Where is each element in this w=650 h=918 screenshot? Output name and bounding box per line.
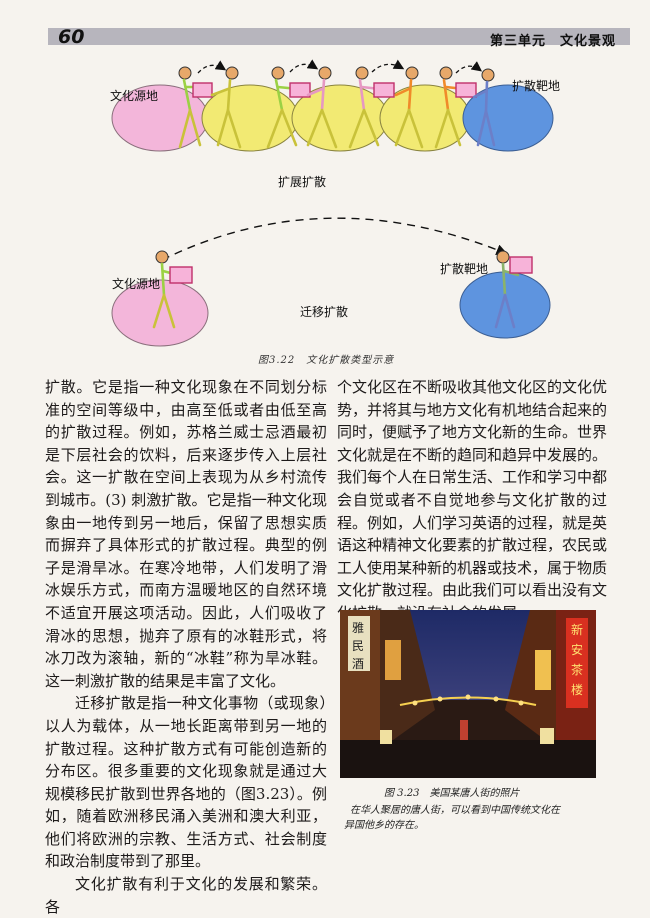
unit-title: 第三单元 文化景观 xyxy=(489,34,616,49)
right-column: 个文化区在不断吸收其他文化区的文化优势，并将其与地方文化有机地结合起来的同时，便… xyxy=(337,376,607,625)
relocation-diagram xyxy=(111,217,551,347)
figure-caption: 图3.22 文化扩散类型示意 xyxy=(258,355,395,366)
paragraph: 迁移扩散是指一种文化事物（或现象）以人为载体，从一地长距离带到另一地的扩散过程。… xyxy=(45,694,327,871)
paragraph: 个文化区在不断吸收其他文化区的文化优势，并将其与地方文化有机地结合起来的同时，便… xyxy=(337,378,608,622)
figure-diffusion-types: 文化源地 扩散靶地 扩展扩散 文化源地 扩散靶地 迁移扩散 图3.22 文化扩散… xyxy=(100,55,620,377)
chinatown-photo-image: 雅 民 酒 新 安 茶 楼 xyxy=(340,610,596,778)
paragraph: 扩散。它是指一种文化现象在不同划分标准的空间等级中，由高至低或者由低至高的扩散过… xyxy=(45,378,327,690)
photo-subcaption-line2: 异国他乡的存在。 xyxy=(344,820,424,831)
bottom-caption: 迁移扩散 xyxy=(300,305,349,319)
page-header: 60 第三单元 文化景观 xyxy=(48,24,630,50)
relocation-arrow xyxy=(161,217,508,261)
sign-char: 安 xyxy=(571,642,583,657)
sign-char: 茶 xyxy=(571,662,583,677)
top-source-label: 文化源地 xyxy=(110,89,159,103)
bottom-target-label: 扩散靶地 xyxy=(440,262,489,276)
photo-caption: 图 3.23 美国某唐人街的照片 xyxy=(384,788,520,799)
handoff-arrows xyxy=(197,59,483,74)
page-number: 60 xyxy=(58,26,85,48)
left-column: 扩散。它是指一种文化现象在不同划分标准的空间等级中，由高至低或者由低至高的扩散过… xyxy=(45,376,327,918)
paragraph: 文化扩散有利于文化的发展和繁荣。各 xyxy=(45,875,327,916)
top-caption: 扩展扩散 xyxy=(278,175,327,189)
sign-char: 楼 xyxy=(571,682,583,697)
chinatown-photo: 雅 民 酒 新 安 茶 楼 xyxy=(340,610,596,778)
carrier-figures xyxy=(178,66,496,149)
bottom-source-label: 文化源地 xyxy=(112,277,161,291)
sign-char: 民 xyxy=(352,639,364,653)
diffusion-diagram xyxy=(111,59,554,347)
relocation-source-region xyxy=(111,279,209,347)
photo-subcaption-line1: 在华人聚居的唐人街，可以看到中国传统文化在 xyxy=(350,805,560,816)
intermediate-region-1 xyxy=(201,84,299,152)
sign-char: 酒 xyxy=(352,657,364,671)
sign-char: 雅 xyxy=(352,620,364,635)
sign-char: 新 xyxy=(571,622,583,637)
header-band xyxy=(48,28,630,45)
top-target-label: 扩散靶地 xyxy=(512,79,561,93)
